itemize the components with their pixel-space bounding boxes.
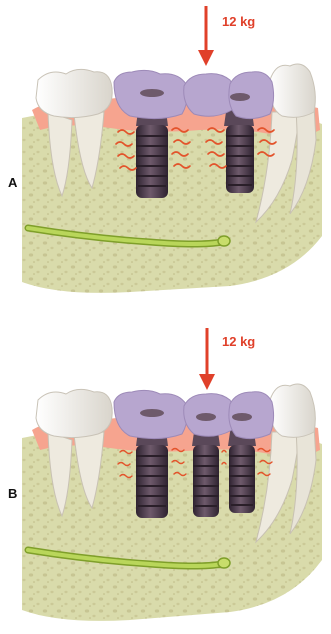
prosthetic-crown-2 [184,74,235,117]
force-label: 12 kg [222,14,255,29]
force-label: 12 kg [222,334,255,349]
panel-label: B [8,486,17,501]
panel-label: A [8,175,17,190]
panel-b-illustration [0,320,331,634]
force-arrow [199,328,215,390]
panel-b: 12 kg B [0,320,331,634]
force-arrow [198,6,214,66]
natural-tooth-crown-left [36,389,112,437]
natural-tooth-crown-right [270,64,316,117]
natural-tooth-crown-right [270,384,316,437]
natural-tooth-crown-left [36,69,112,117]
panel-a-illustration [0,0,331,305]
panel-a: 12 kg A [0,0,331,305]
